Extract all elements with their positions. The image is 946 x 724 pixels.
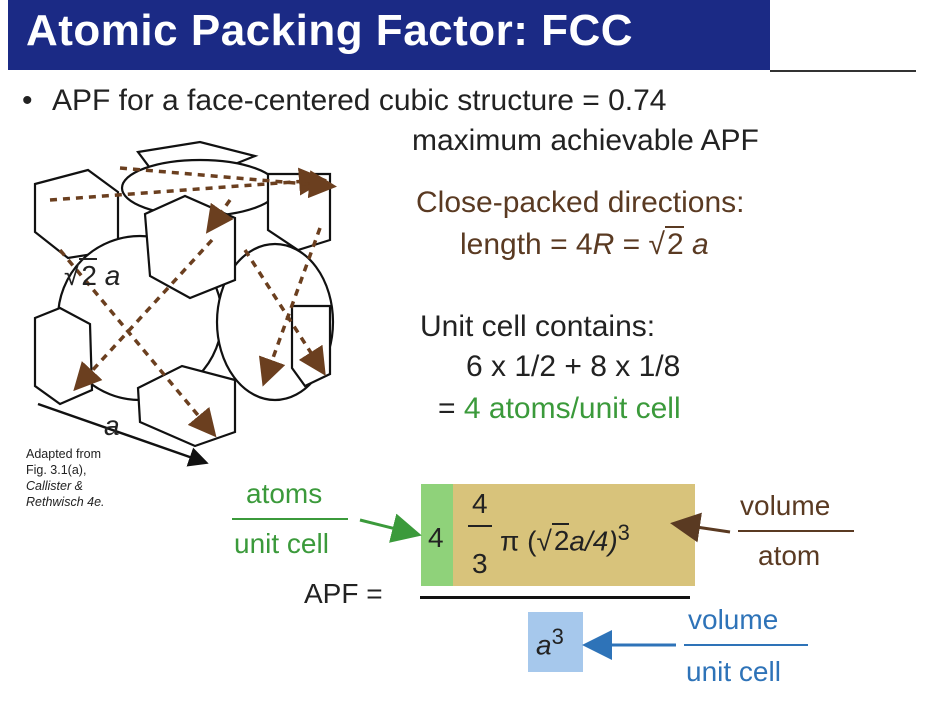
close-packed-direction-arrow xyxy=(58,248,217,438)
sqrt-symbol: √ xyxy=(648,228,665,261)
denominator-exponent: 3 xyxy=(551,624,564,649)
edge-label: a xyxy=(104,410,120,441)
volume-label-atom: volume xyxy=(740,490,831,521)
fcc-unit-cell-figure xyxy=(33,140,337,467)
unit-cell-label-2: unit cell xyxy=(686,656,781,687)
open-paren: ( xyxy=(519,525,537,557)
lattice-a: a xyxy=(683,228,709,261)
sqrt-arg: 2 xyxy=(664,226,684,261)
diagonal-label: √2 a xyxy=(64,258,121,292)
atoms-per-cell: 4 atoms/unit cell xyxy=(463,392,681,425)
diag-sqrt-symbol: √ xyxy=(64,260,80,291)
title-rule xyxy=(770,70,916,72)
caption-line-3: Callister & xyxy=(26,479,83,493)
apf-label: APF = xyxy=(304,578,383,609)
cube-exponent: 3 xyxy=(617,520,630,545)
face-diagonal-arrow-short xyxy=(205,198,234,234)
face-diagonal-arrow-top xyxy=(49,167,327,202)
fraction-num: 4 xyxy=(472,488,488,519)
apf-fraction-bar xyxy=(420,596,690,599)
length-prefix: length = 4 xyxy=(460,228,593,261)
fraction-bar xyxy=(468,525,492,527)
atoms-arrow xyxy=(359,513,422,543)
atom-volume-box xyxy=(453,484,695,586)
unit-cell-expression: 6 x 1/2 + 8 x 1/8 xyxy=(466,350,681,383)
close-packed-heading: Close-packed directions: xyxy=(416,186,745,219)
caption-line-2: Fig. 3.1(a), xyxy=(26,463,87,477)
atoms-label: atoms xyxy=(246,478,323,509)
atoms-fraction-bar xyxy=(232,518,348,520)
cell-volume-box xyxy=(528,612,583,672)
cell-volume-expr: a3 xyxy=(536,624,564,661)
pi-symbol: π xyxy=(500,525,520,557)
caption-line-4: Rethwisch 4e. xyxy=(26,495,105,509)
volume-cell-bar xyxy=(684,644,808,646)
result-equals: = xyxy=(438,392,464,425)
edge-length-arrow xyxy=(37,402,209,467)
face-diagonal-arrow-right-2 xyxy=(258,227,322,387)
title-bar xyxy=(8,0,770,70)
atom-label: atom xyxy=(758,540,821,571)
diag-a: a xyxy=(96,260,121,291)
face-diagonal-arrow-top-2 xyxy=(119,166,337,199)
length-equals: = xyxy=(614,228,649,261)
atom-count: 4 xyxy=(428,522,444,553)
volume-label-cell: volume xyxy=(688,604,779,635)
face-diagonal-arrow-right xyxy=(243,249,326,376)
atom-count-box xyxy=(421,484,453,586)
diag-sqrt-arg: 2 xyxy=(79,258,97,291)
sphere-volume-expr: π (√2a/4)3 xyxy=(500,520,630,557)
bullet-marker: • xyxy=(22,84,33,117)
unit-cell-label: unit cell xyxy=(234,528,329,559)
sqrt-symbol-apf: √ xyxy=(536,525,552,557)
unit-cell-heading: Unit cell contains: xyxy=(420,310,656,343)
max-apf-note: maximum achievable APF xyxy=(412,124,759,157)
figure-caption: Adapted from Fig. 3.1(a), Callister & Re… xyxy=(26,446,105,510)
apf-statement: APF for a face-centered cubic structure … xyxy=(52,84,667,117)
unit-cell-result: = 4 atoms/unit cell xyxy=(438,392,681,426)
caption-line-1: Adapted from xyxy=(26,447,102,461)
lattice-a-denominator: a xyxy=(536,629,552,661)
radius-var: R xyxy=(592,228,615,261)
volume-atom-bar xyxy=(738,530,854,532)
slide-title: Atomic Packing Factor: FCC xyxy=(26,6,634,55)
close-packed-length: length = 4R = √2 a xyxy=(460,226,709,262)
volume-atom-arrow xyxy=(670,512,731,543)
fraction-den: 3 xyxy=(472,548,488,579)
radius-expr: a/4) xyxy=(569,525,618,557)
sqrt-arg-apf: 2 xyxy=(551,523,570,557)
